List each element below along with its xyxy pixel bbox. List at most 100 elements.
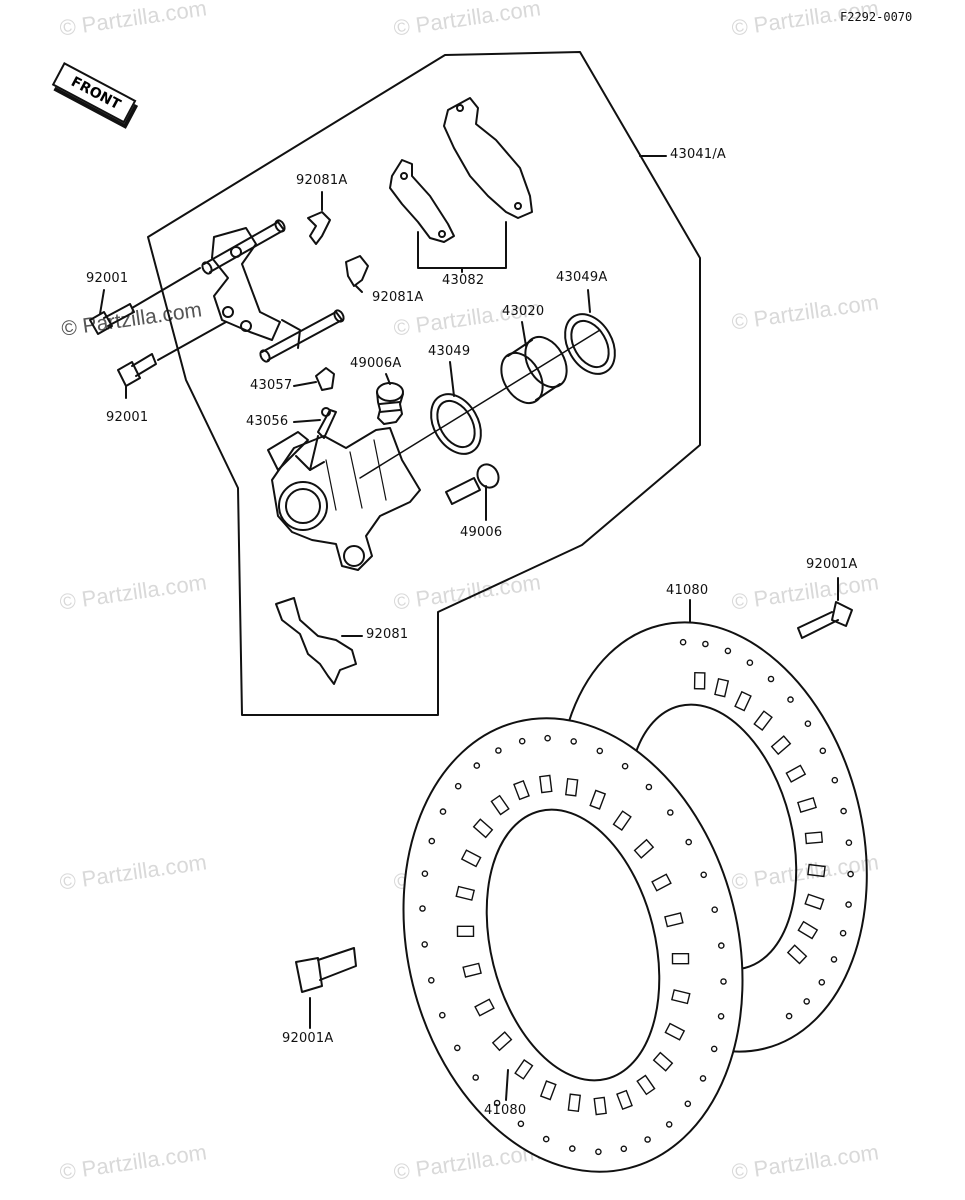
brake-disc-front: [402, 717, 744, 1173]
disc-hole: [621, 762, 629, 770]
disc-hole: [710, 1045, 718, 1053]
kit-outline: [147, 51, 701, 716]
label-92001-bot: 92001: [106, 410, 149, 425]
disc-hole: [785, 1012, 793, 1020]
disc-vent: [797, 920, 819, 940]
brake-pad-front: [389, 159, 507, 269]
disc-vent: [589, 789, 607, 810]
leader-49006A: [385, 373, 391, 385]
label-43049: 43049: [428, 344, 471, 359]
disc-vent: [651, 873, 672, 892]
disc-hole: [620, 1145, 628, 1153]
bleed-valve-43056: [309, 407, 337, 471]
disc-hole: [645, 783, 653, 791]
disc-hole: [803, 998, 811, 1005]
brake-pad-rear: [443, 97, 533, 219]
disc-hole: [830, 956, 838, 963]
disc-hole: [665, 1121, 673, 1128]
disc-hole: [472, 1074, 480, 1081]
disc-hole: [428, 837, 436, 845]
disc-vent: [804, 893, 825, 910]
disc-hole: [439, 808, 447, 815]
boot-49006A: [376, 382, 404, 425]
disc-vent: [472, 818, 494, 839]
disc-vent: [670, 989, 691, 1005]
disc-hole: [419, 905, 426, 912]
disc-hole: [684, 1100, 692, 1108]
pad-spring-lower: [345, 255, 369, 287]
leader-43049: [449, 361, 455, 397]
disc-hole: [421, 941, 429, 948]
disc-hole: [438, 1011, 446, 1019]
disc-bolt-92001A-bottom: [295, 947, 357, 993]
label-43082: 43082: [442, 273, 485, 288]
label-92081: 92081: [366, 627, 409, 642]
disc-hole: [667, 809, 674, 816]
leader-92081A-mid: [355, 285, 363, 293]
leader-92001-top: [99, 289, 105, 315]
disc-hole: [595, 1148, 602, 1156]
disc-hole: [819, 747, 827, 755]
disc-hole: [596, 747, 604, 755]
disc-hole: [840, 807, 847, 815]
disc-hole: [787, 696, 794, 703]
label-43049A: 43049A: [556, 270, 608, 285]
disc-hole: [570, 738, 578, 745]
disc-hole: [767, 675, 775, 683]
disc-hole: [453, 1044, 461, 1052]
disc-hole: [847, 870, 854, 878]
disc-vent: [797, 797, 817, 813]
leader-43049A: [587, 289, 591, 313]
label-49006A: 49006A: [350, 356, 402, 371]
disc-hole: [569, 1145, 576, 1152]
disc-hole: [702, 640, 709, 648]
disc-vent: [616, 1089, 633, 1111]
disc-hole: [679, 638, 687, 646]
disc-vent: [664, 1022, 686, 1041]
label-92001-top: 92001: [86, 271, 129, 286]
disc-vent: [633, 838, 655, 859]
pin-bolt-49006: [445, 463, 500, 505]
disc-hole: [717, 1013, 725, 1020]
disc-hole: [839, 929, 847, 937]
disc-vent: [664, 912, 684, 928]
label-92081A-top: 92081A: [296, 173, 348, 188]
pad-spring-upper: [307, 211, 331, 245]
label-92081A-mid: 92081A: [372, 290, 424, 305]
disc-hole: [700, 871, 708, 879]
disc-hole: [718, 942, 725, 949]
disc-vent: [462, 962, 482, 978]
disc-bolt-92001A-right: [797, 601, 853, 639]
label-41080-bot: 41080: [484, 1103, 527, 1118]
label-43056: 43056: [246, 414, 289, 429]
disc-vent: [491, 1031, 513, 1052]
leader-43020: [521, 321, 527, 347]
disc-vent: [636, 1074, 656, 1096]
disc-vent: [785, 764, 807, 783]
disc-vent: [565, 777, 579, 797]
caliper-body: [267, 427, 421, 571]
disc-vent: [807, 863, 826, 878]
label-43041A: 43041/A: [670, 147, 727, 162]
disc-vent: [593, 1096, 607, 1116]
leader-43056: [293, 419, 321, 423]
disc-hole: [746, 659, 754, 667]
leader-41080-bot: [505, 1069, 509, 1101]
disc-hole: [724, 647, 732, 655]
disc-hole: [518, 737, 526, 745]
disc-vent: [753, 710, 773, 731]
figure-id: F2292-0070: [840, 10, 913, 24]
disc-hole: [845, 839, 853, 847]
disc-hole: [845, 901, 852, 908]
disc-hole: [685, 838, 693, 846]
disc-vent: [539, 774, 553, 794]
disc-hole: [711, 906, 719, 914]
disc-hole: [818, 979, 826, 986]
disc-vent: [455, 885, 476, 901]
disc-hole: [495, 747, 502, 754]
disc-vent: [460, 849, 482, 868]
disc-vent: [539, 1080, 557, 1101]
disc-hole: [473, 762, 481, 769]
piston-axis: [359, 329, 601, 479]
